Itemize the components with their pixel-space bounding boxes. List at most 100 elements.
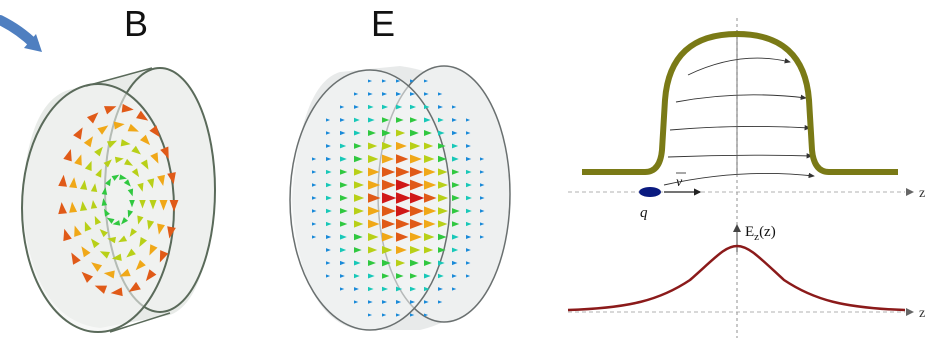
e-vector-cone [466, 156, 472, 162]
e-vector-cone [438, 233, 447, 241]
e-vector-cone [438, 300, 443, 304]
e-vector-cone [452, 208, 460, 214]
svg-text:Ez(z): Ez(z) [745, 224, 776, 243]
ez-plot: Ez(z) z [567, 224, 925, 321]
b-vector-cone [90, 238, 100, 249]
b-vector-cone [103, 270, 115, 279]
e-vector-cone [368, 286, 374, 292]
b-vector-cone [101, 187, 108, 195]
e-vector-cone [396, 129, 406, 137]
b-vector-cone [157, 174, 165, 187]
e-vector-cone [410, 218, 424, 230]
e-vector-cone [368, 313, 373, 317]
e-vector-cone [396, 92, 402, 96]
b-vector-cone [129, 200, 135, 208]
e-vector-cone [452, 247, 459, 253]
e-vector-cone [396, 205, 411, 217]
e-field-cavity [289, 65, 511, 331]
e-vector-cone [424, 104, 430, 110]
e-vector-cone [354, 117, 360, 123]
b-vector-cone [73, 127, 83, 140]
e-vector-cone [466, 234, 472, 240]
e-vector-cone [396, 179, 411, 191]
b-vector-cone [136, 110, 149, 121]
e-vector-cone [396, 141, 407, 151]
e-vector-cone [382, 192, 397, 204]
b-vector-cone [131, 168, 140, 178]
b-vector-cone [103, 159, 112, 168]
e-vector-cone [354, 168, 364, 176]
e-vector-cone [466, 248, 471, 252]
e-vector-cone [340, 221, 348, 227]
e-vector-cone [466, 144, 471, 148]
b-vector-cone [86, 112, 99, 124]
e-vector-cone [354, 260, 361, 266]
e-vector-cone [480, 157, 485, 161]
b-front-rim [21, 83, 175, 333]
e-vector-cone [452, 169, 460, 175]
e-vector-cone [368, 246, 378, 254]
e-vector-cone [326, 182, 332, 188]
ez-label-sub: z [754, 231, 759, 243]
e-vector-cone [480, 183, 485, 187]
panel-label-e: E [371, 3, 396, 44]
e-vector-cone [340, 105, 345, 109]
e-vector-cone [410, 179, 425, 191]
e-vector-cone [424, 219, 436, 229]
e-vector-cone [354, 155, 363, 163]
e-vector-cone [340, 169, 348, 175]
b-vector-cone [71, 252, 81, 265]
e-vector-cone [452, 260, 458, 266]
e-vector-cone [382, 79, 387, 83]
e-vector-cone [396, 192, 411, 204]
b-vector-cone [94, 285, 108, 294]
e-vector-cone [382, 313, 387, 317]
b-vector-cone [147, 219, 155, 231]
b-field-vectors [58, 103, 179, 297]
e-vector-cone [410, 232, 422, 242]
b-vector-cone [107, 236, 116, 244]
b-vector-cone [157, 223, 165, 235]
e-vector-cone [340, 234, 347, 240]
e-vector-cone [452, 105, 457, 109]
b-vector-cone [95, 168, 102, 178]
e-vector-cone [410, 273, 418, 279]
e-vector-cone [312, 157, 317, 161]
e-vector-cone [410, 142, 421, 150]
e-vector-cone [410, 286, 417, 292]
b-vector-cone [104, 208, 110, 217]
e-vector-cone [340, 130, 346, 136]
e-vector-cone [466, 274, 471, 278]
e-field-vectors [312, 79, 485, 317]
e-vector-cone [396, 154, 409, 164]
e-vector-cone [410, 313, 415, 317]
e-vector-cone [396, 218, 410, 230]
b-vector-cone [113, 121, 125, 130]
b-vector-cone [127, 123, 139, 132]
e-vector-cone [326, 248, 331, 252]
b-vector-cone [127, 188, 134, 197]
b-vector-cone [84, 160, 92, 172]
e-vector-cone [424, 273, 431, 279]
e-vector-cone [340, 287, 345, 291]
b-vector-cone [119, 174, 127, 180]
e-vector-cone [354, 207, 365, 215]
e-vector-cone [368, 155, 379, 163]
e-vector-cone [382, 179, 397, 191]
e-vector-cone [466, 182, 472, 188]
e-vector-cone [368, 193, 381, 203]
e-vector-cone [382, 246, 393, 254]
e-vector-cone [424, 155, 435, 163]
b-vector-cone [118, 235, 128, 243]
e-vector-cone [326, 118, 331, 122]
e-vector-cone [438, 105, 443, 109]
e-vector-cone [340, 195, 348, 201]
e-vector-cone [326, 195, 332, 201]
e-vector-cone [368, 180, 381, 190]
b-vector-cone [63, 228, 72, 242]
b-vector-cone [123, 179, 131, 187]
e-vector-cone [368, 117, 375, 123]
e-vector-cone [424, 246, 434, 254]
e-vector-cone [424, 193, 437, 203]
